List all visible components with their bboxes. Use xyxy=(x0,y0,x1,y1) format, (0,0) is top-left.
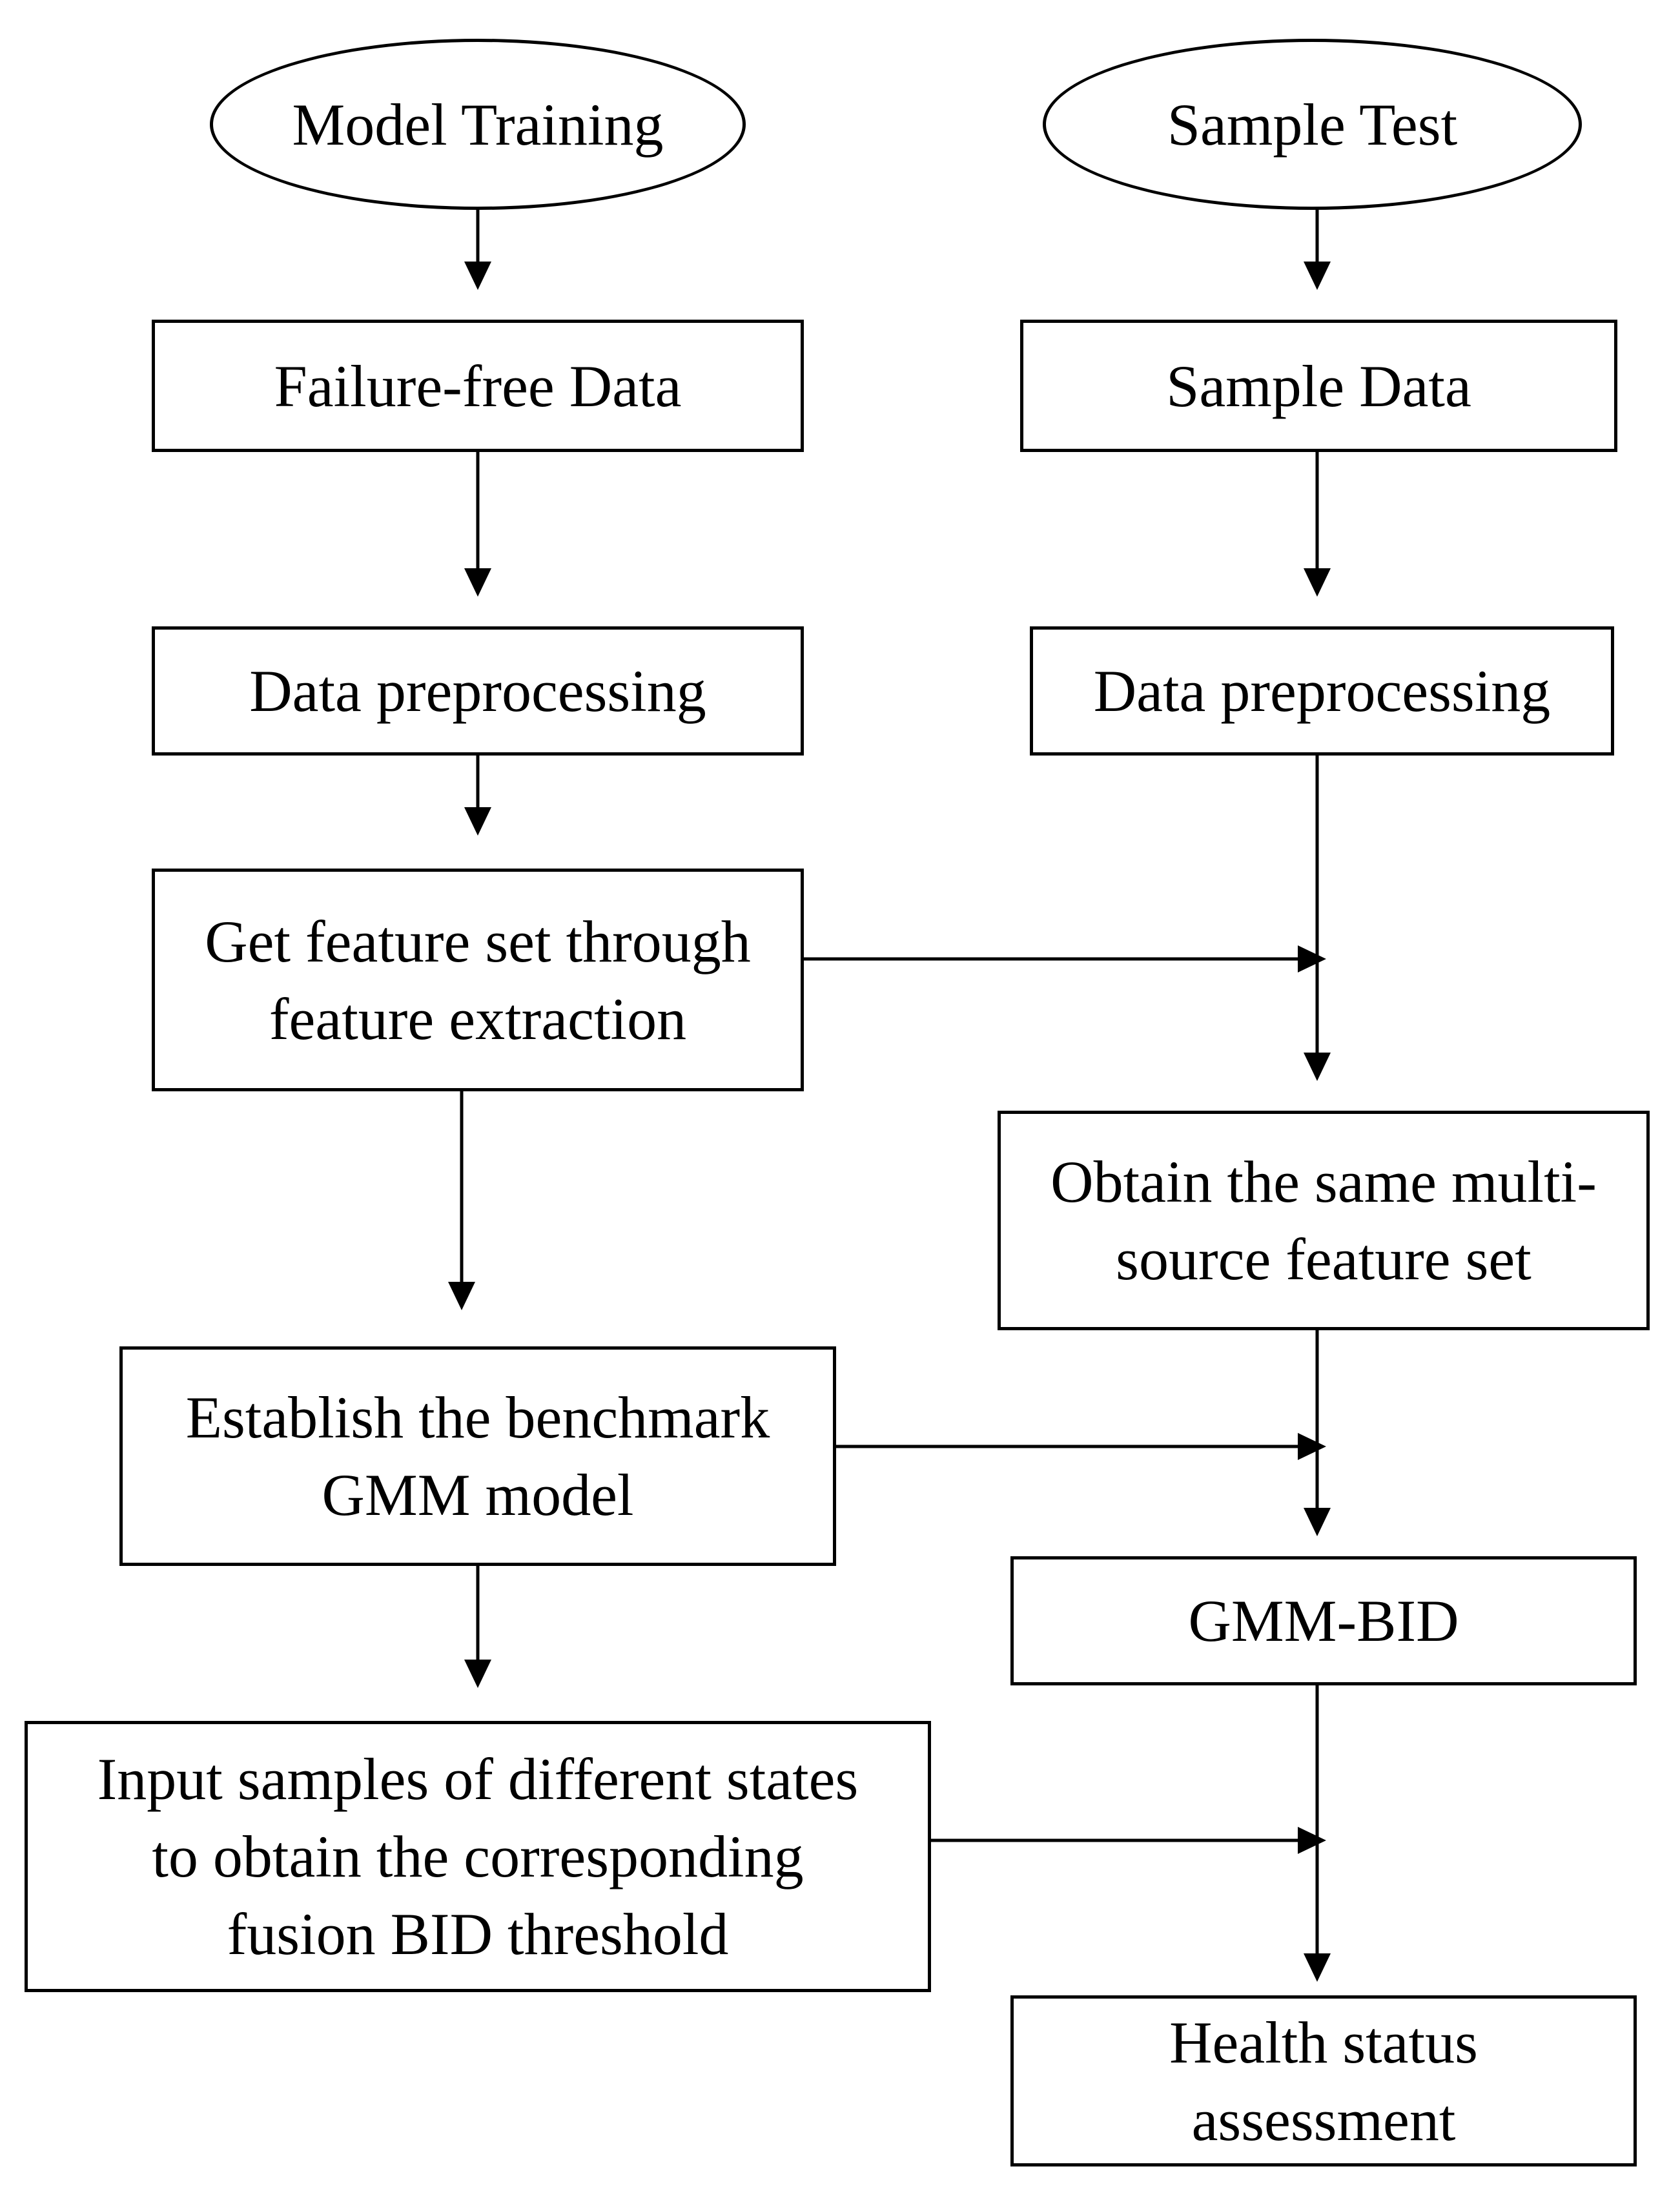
arrowhead xyxy=(1304,1953,1331,1982)
node-label-line: source feature set xyxy=(1116,1226,1531,1292)
same-feature-set-node: Obtain the same multi-source feature set xyxy=(998,1111,1650,1330)
node-label-line: Get feature set through xyxy=(205,908,751,974)
preprocessing-right-node: Data preprocessing xyxy=(1030,626,1614,756)
preprocessing-left-node: Data preprocessing xyxy=(152,626,804,756)
arrowhead xyxy=(464,262,491,290)
arrowhead xyxy=(1304,262,1331,290)
node-label: Data preprocessing xyxy=(1094,652,1551,730)
node-label-line: Data preprocessing xyxy=(249,658,706,724)
node-label: Get feature set through feature extractio… xyxy=(205,903,751,1058)
arrowhead xyxy=(464,1660,491,1688)
model-training-node: Model Training xyxy=(210,39,746,210)
node-label-line: Establish the benchmark xyxy=(185,1384,770,1450)
arrowhead xyxy=(1304,568,1331,597)
node-label-line: Input samples of different states xyxy=(97,1746,859,1812)
arrowhead xyxy=(1304,1508,1331,1536)
bid-threshold-node: Input samples of different states to obta… xyxy=(25,1721,931,1992)
node-label-line: Obtain the same multi- xyxy=(1050,1149,1597,1215)
arrowhead xyxy=(1298,1433,1326,1460)
node-label-line: assessment xyxy=(1191,2086,1456,2153)
node-label-line: Failure-free Data xyxy=(274,353,682,419)
node-label: Sample Test xyxy=(1167,86,1457,163)
node-label-line: to obtain the corresponding xyxy=(152,1824,804,1889)
node-label: Health status assessment xyxy=(1169,2004,1478,2159)
node-label: GMM-BID xyxy=(1188,1582,1459,1660)
health-assessment-node: Health status assessment xyxy=(1010,1995,1637,2166)
node-label: Sample Data xyxy=(1166,347,1471,425)
node-label-line: GMM model xyxy=(322,1462,634,1528)
node-label-line: Model Training xyxy=(292,91,664,158)
failure-free-data-node: Failure-free Data xyxy=(152,320,804,452)
node-label-line: Health status xyxy=(1169,2009,1478,2075)
node-label-line: Sample Test xyxy=(1167,91,1458,158)
arrowhead xyxy=(448,1282,475,1310)
arrowhead xyxy=(1304,1053,1331,1081)
node-label-line: Sample Data xyxy=(1166,353,1471,419)
gmm-bid-node: GMM-BID xyxy=(1010,1556,1637,1685)
arrowhead xyxy=(464,807,491,836)
node-label: Model Training xyxy=(292,86,663,163)
node-label-line: feature extraction xyxy=(269,985,687,1052)
arrowhead xyxy=(1298,945,1326,972)
node-label-line: Data preprocessing xyxy=(1093,658,1551,724)
node-label-line: GMM-BID xyxy=(1188,1588,1459,1654)
arrowhead xyxy=(464,568,491,597)
node-label: Input samples of different states to obta… xyxy=(97,1740,859,1973)
sample-data-node: Sample Data xyxy=(1020,320,1617,452)
node-label: Data preprocessing xyxy=(249,652,706,730)
feature-extraction-node: Get feature set through feature extractio… xyxy=(152,869,804,1091)
sample-test-node: Sample Test xyxy=(1043,39,1582,210)
arrowhead xyxy=(1298,1827,1326,1854)
node-label: Failure-free Data xyxy=(274,347,682,425)
node-label-line: fusion BID threshold xyxy=(227,1901,729,1967)
node-label: Obtain the same multi-source feature set xyxy=(1050,1143,1597,1298)
